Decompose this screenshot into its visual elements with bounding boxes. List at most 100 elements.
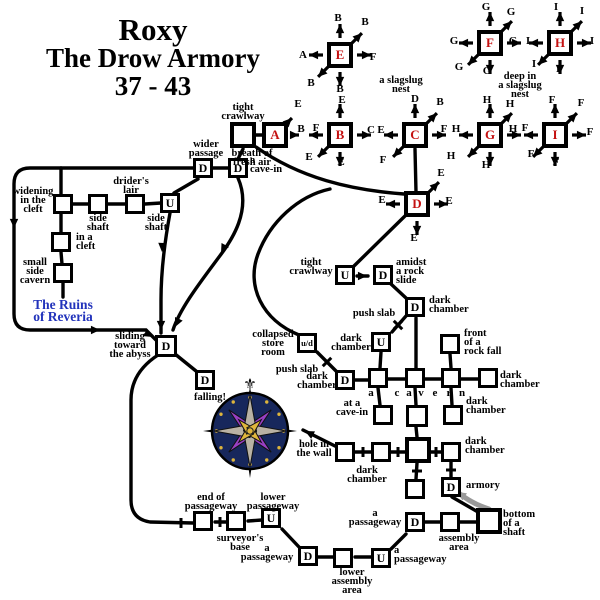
room-side-shaft-2[interactable]: U	[160, 193, 180, 213]
label-ruins-of-reveria: The Ruins of Reveria	[33, 297, 93, 324]
arrowhead	[485, 64, 495, 74]
room-link-d[interactable]: D	[404, 191, 430, 217]
push-slab-door-mark	[392, 319, 404, 331]
cavern-letter: v	[418, 387, 424, 399]
room-hole-wall-center[interactable]	[405, 437, 431, 463]
room-link-c[interactable]: C	[402, 122, 428, 148]
compass-rim-dot	[219, 446, 223, 450]
room-slagslug-nest[interactable]: E	[327, 42, 353, 68]
passage-line	[129, 353, 195, 525]
room-front-rock-fall[interactable]	[440, 334, 460, 354]
exit-letter-E: E	[294, 98, 302, 110]
exit-letter-I: I	[525, 35, 531, 47]
room-sliding-abyss[interactable]: D	[155, 335, 177, 357]
room-a-passageway-3[interactable]: D	[405, 512, 425, 532]
exit-letter-B: B	[334, 12, 342, 24]
label-dark-chamber-6: dark chamber	[465, 436, 505, 456]
arrowhead	[436, 130, 446, 140]
exit-letter-A: A	[299, 49, 307, 61]
arrowhead	[429, 182, 439, 192]
arrowhead	[289, 130, 299, 140]
room-dark-chamber-6[interactable]	[441, 442, 461, 462]
passage-line	[254, 145, 406, 196]
exit-letter-G: G	[506, 6, 516, 18]
room-a-passageway-1[interactable]: D	[298, 546, 318, 566]
cavern-letter: e	[432, 387, 438, 399]
room-breath-of-fresh-air[interactable]: A	[262, 122, 288, 148]
arrowhead	[386, 199, 396, 209]
room-at-a-cave-in[interactable]	[373, 405, 393, 425]
label-small-side-cavern: small side cavern	[19, 257, 51, 286]
cavern-letter: n	[458, 387, 466, 399]
room-collapsed-store[interactable]: u/d	[297, 333, 317, 353]
arrowhead	[485, 12, 495, 22]
room-tight-crawlway-2[interactable]: U	[335, 265, 355, 285]
arrowhead	[335, 104, 345, 114]
room-lower-passageway[interactable]: U	[261, 508, 281, 528]
room-tight-crawlway-1[interactable]	[230, 122, 256, 148]
room-cavern-2[interactable]	[405, 368, 425, 388]
room-lower-assembly[interactable]	[333, 548, 353, 568]
compass-rim-dot	[231, 400, 235, 404]
room-deep-nest-i[interactable]: I	[542, 122, 568, 148]
exit-letter-H: H	[508, 123, 518, 135]
label-side-shaft-2: side shaft	[144, 213, 168, 233]
room-cavern-3[interactable]	[441, 368, 461, 388]
arrowhead	[143, 328, 153, 337]
room-dark-chamber-2[interactable]: U	[371, 332, 391, 352]
label-driders-lair: drider's lair	[113, 176, 149, 196]
room-widening-cleft[interactable]	[53, 194, 73, 214]
exit-letter-B: B	[336, 83, 344, 95]
room-dark-chamber-3[interactable]: D	[335, 370, 355, 390]
arrowhead	[410, 104, 420, 114]
exit-letter-I: I	[553, 1, 559, 13]
label-tight-crawlway-2: tight crawlway	[289, 257, 333, 277]
room-bottom-of-shaft[interactable]	[476, 508, 502, 534]
compass-rose: ⚜	[203, 377, 297, 478]
room-a-passageway-2[interactable]: U	[371, 548, 391, 568]
arrowhead	[318, 147, 328, 157]
exit-letter-E: E	[337, 156, 345, 168]
exit-letter-E: E	[377, 124, 385, 136]
room-falling[interactable]: D	[195, 370, 215, 390]
label-hole-in-wall: hole in the wall	[296, 439, 332, 459]
room-dark-chamber-1[interactable]: D	[405, 297, 425, 317]
room-armory[interactable]: D	[441, 477, 461, 497]
room-surveyors-base[interactable]	[226, 511, 246, 531]
passage-line	[413, 147, 418, 194]
exit-letter-D: D	[411, 93, 419, 105]
room-dark-chamber-5[interactable]	[443, 405, 463, 425]
room-in-a-cleft[interactable]	[51, 232, 71, 252]
passage-line	[389, 532, 408, 551]
exit-letter-H: H	[451, 123, 461, 135]
passage-line	[448, 352, 453, 370]
room-small-side-cavern[interactable]	[53, 263, 73, 283]
arrowhead	[533, 147, 543, 157]
room-deep-nest-f[interactable]: F	[477, 30, 503, 56]
arrowhead	[468, 147, 478, 157]
room-rock-slide[interactable]: D	[373, 265, 393, 285]
room-cavern-1[interactable]	[368, 368, 388, 388]
room-deep-nest-g[interactable]: G	[477, 122, 503, 148]
room-side-shaft-1[interactable]	[88, 194, 108, 214]
label-dark-chamber-3: dark chamber	[297, 371, 337, 391]
room-driders-lair[interactable]	[125, 194, 145, 214]
passage-line	[389, 282, 408, 300]
room-wider-passage[interactable]: D	[193, 158, 213, 178]
room-hole-in-wall[interactable]	[335, 442, 355, 462]
arrowhead	[156, 320, 166, 330]
arrowhead	[318, 67, 328, 77]
cavern-letter: c	[394, 387, 400, 399]
room-dark-chamber-4[interactable]	[478, 368, 498, 388]
room-hole-row-2[interactable]	[371, 442, 391, 462]
room-dark-chamber-7[interactable]	[405, 479, 425, 499]
room-cave-in[interactable]: D	[228, 158, 248, 178]
room-link-b[interactable]: B	[327, 122, 353, 148]
arrowhead	[502, 113, 512, 123]
room-cavern-sub[interactable]	[406, 405, 428, 427]
room-end-passageway[interactable]	[193, 511, 213, 531]
room-assembly-area[interactable]	[440, 512, 460, 532]
room-deep-nest-h[interactable]: H	[547, 30, 573, 56]
passage-line	[252, 187, 332, 337]
